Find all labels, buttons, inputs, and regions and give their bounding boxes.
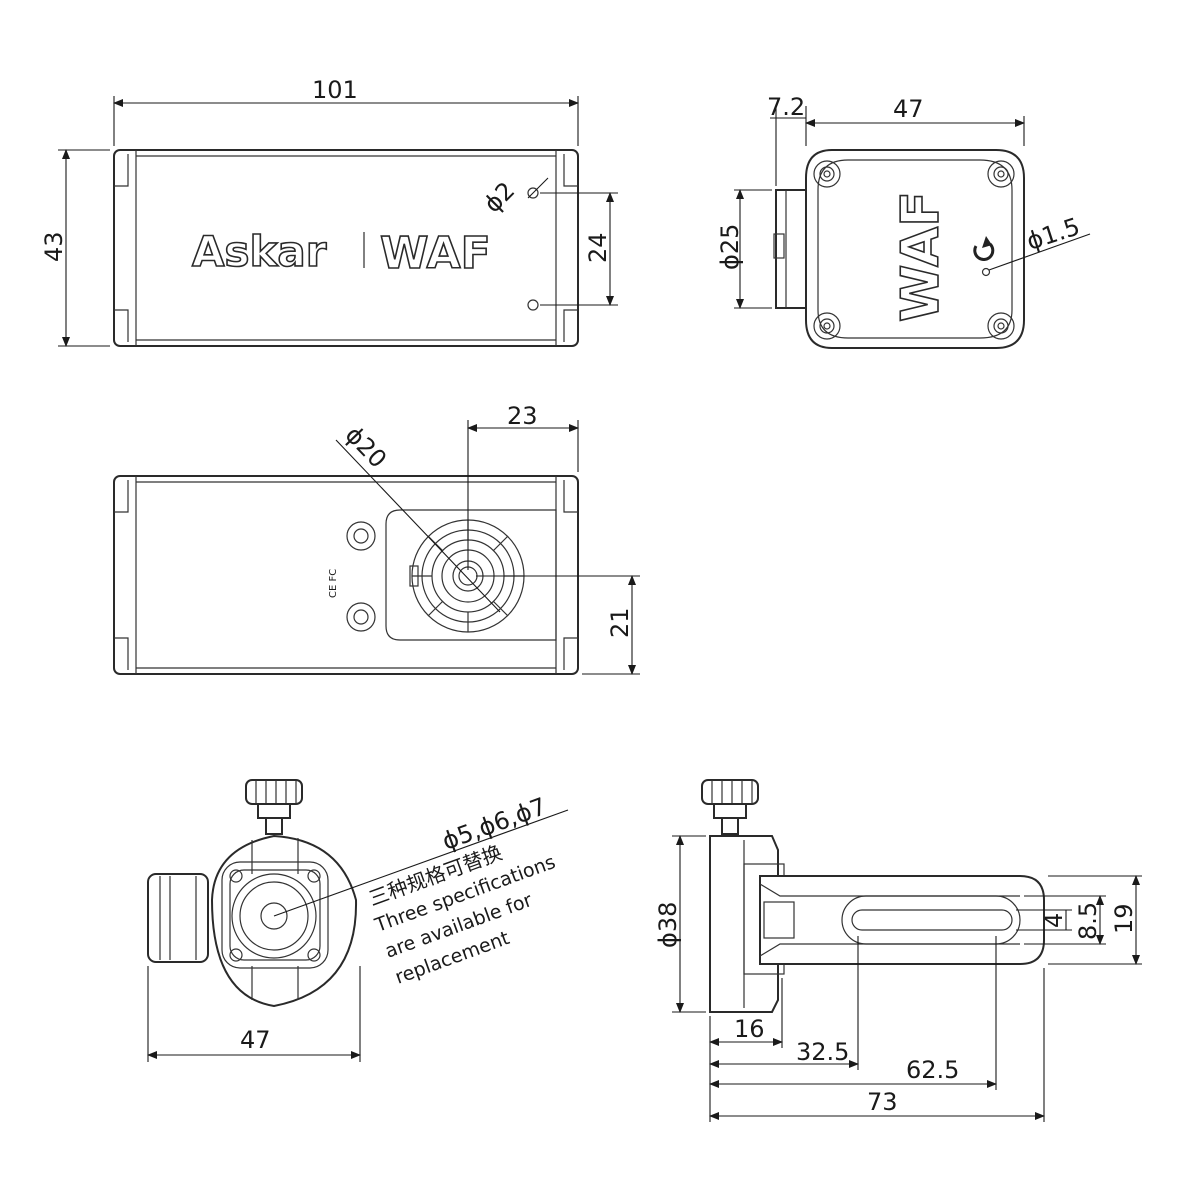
dim-arm-height: 19 [1110, 903, 1138, 934]
clamp-side-view: ϕ38 4 8.5 19 16 32.5 62.5 73 [654, 779, 1142, 1122]
screw-br [987, 312, 1015, 340]
dim-offset-16: 16 [734, 1015, 765, 1043]
clamp-front-view: ϕ5,ϕ6,ϕ7 三种规格可替换 Three specifications ar… [147, 779, 569, 1062]
flange-screws [229, 869, 321, 962]
bottom-view: CE FC 23 ϕ20 21 [113, 402, 640, 675]
mount-hole-top [527, 187, 539, 199]
bottom-screw-1 [346, 521, 376, 551]
dim-clamp-width: 47 [240, 1026, 271, 1054]
reset-icon [973, 236, 995, 262]
mount-hole-bottom [527, 299, 539, 311]
dim-slot-outer: 8.5 [1074, 902, 1102, 940]
bottom-screw-2 [346, 602, 376, 632]
dim-length: 101 [312, 76, 358, 104]
dim-boss-offset: 7.2 [767, 93, 805, 121]
end-model-label: WAF [891, 191, 951, 322]
dim-end-width: 47 [893, 95, 924, 123]
dim-clamp-dia: ϕ38 [654, 902, 682, 948]
model-label: WAF [380, 228, 491, 279]
cert-marks: CE FC [328, 569, 339, 598]
dim-port-height: 21 [606, 607, 634, 638]
arm-slot [841, 895, 1021, 945]
screw-tl [813, 160, 841, 188]
dim-reset-hole: ϕ1.5 [1023, 212, 1083, 255]
dim-offset-73: 73 [867, 1088, 898, 1116]
clamp-knob [245, 779, 303, 805]
dim-hole-spacing: 24 [584, 232, 612, 263]
screw-tr [987, 160, 1015, 188]
brand-label: Askar [192, 227, 327, 276]
dim-offset-62-5: 62.5 [906, 1056, 959, 1084]
bore-hole [260, 902, 288, 930]
screw-bl [813, 312, 841, 340]
dim-offset-32-5: 32.5 [796, 1038, 849, 1066]
dim-port-dia: ϕ20 [340, 421, 392, 474]
dim-port-offset: 23 [507, 402, 538, 430]
dim-boss-dia: ϕ25 [716, 224, 744, 270]
dim-slot-width: 4 [1040, 913, 1068, 928]
reset-hole [981, 267, 991, 277]
end-view: WAF ϕ1.5 7.2 47 ϕ25 [716, 93, 1091, 349]
top-view: Askar WAF 101 43 24 ϕ2 [40, 76, 618, 347]
dim-height: 43 [40, 231, 68, 262]
